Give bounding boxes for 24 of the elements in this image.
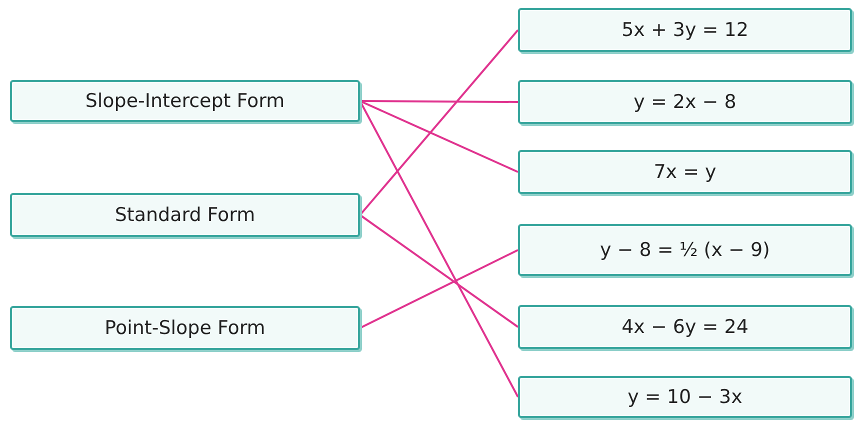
equation: 7x = y (654, 161, 716, 183)
form-name-box (10, 193, 360, 237)
equation-box (518, 8, 852, 52)
equation-box (518, 150, 852, 194)
connector-line (359, 214, 519, 328)
equation-box (518, 224, 852, 276)
connector-line (359, 100, 519, 398)
connector-line (360, 249, 518, 329)
form-name-box (10, 306, 360, 350)
form-name: Slope-Intercept Form (85, 90, 285, 112)
equation: 4x − 6y = 24 (622, 316, 748, 338)
equation: y = 10 − 3x (628, 386, 742, 408)
connector-line (360, 100, 518, 103)
equation-box (518, 80, 852, 124)
equation-box (518, 305, 852, 349)
form-name: Standard Form (114, 204, 256, 226)
connector-line (360, 100, 518, 173)
connector-line (359, 29, 519, 216)
form-name-box (10, 80, 360, 122)
equation: 5x + 3y = 12 (622, 19, 748, 41)
equation-box (518, 376, 852, 418)
equation: y − 8 = ½ (x − 9) (600, 239, 770, 261)
equation: y = 2x − 8 (634, 91, 736, 113)
form-name: Point-Slope Form (104, 317, 266, 339)
